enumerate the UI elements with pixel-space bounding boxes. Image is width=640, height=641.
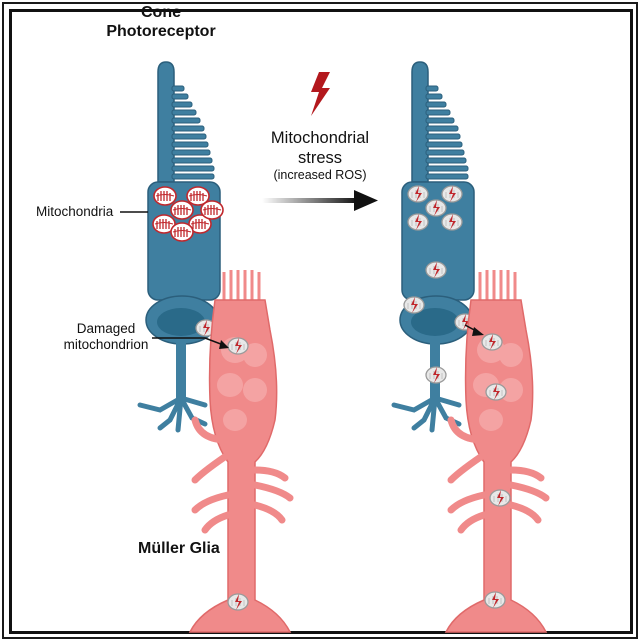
muller-glia-right — [444, 270, 550, 633]
mitochondrial-stress-label: Mitochondrial stress (increased ROS) — [250, 128, 390, 182]
cone-photoreceptor-title: Cone Photoreceptor — [100, 3, 222, 41]
stress-line-1: Mitochondrial — [270, 129, 370, 147]
damaged-line-1: Damaged — [76, 321, 136, 336]
stress-line-2: stress — [297, 149, 342, 167]
mitochondria-label: Mitochondria — [36, 204, 114, 219]
title-line-2: Photoreceptor — [106, 23, 216, 40]
lightning-bolt-icon — [311, 72, 330, 116]
right-arrow-icon — [262, 190, 378, 211]
damaged-pointer — [152, 337, 227, 347]
cone-photoreceptor-left — [137, 61, 224, 433]
cone-photoreceptor-right — [391, 61, 476, 433]
inner-border — [9, 9, 633, 634]
title-line-1: Cone — [141, 4, 181, 21]
stress-line-3: (increased ROS) — [273, 168, 367, 182]
muller-glia-label: Müller Glia — [138, 540, 220, 557]
damaged-mitochondrion-label: Damaged mitochondrion — [60, 321, 152, 353]
muller-glia-left — [188, 270, 294, 633]
damaged-line-2: mitochondrion — [63, 337, 149, 352]
